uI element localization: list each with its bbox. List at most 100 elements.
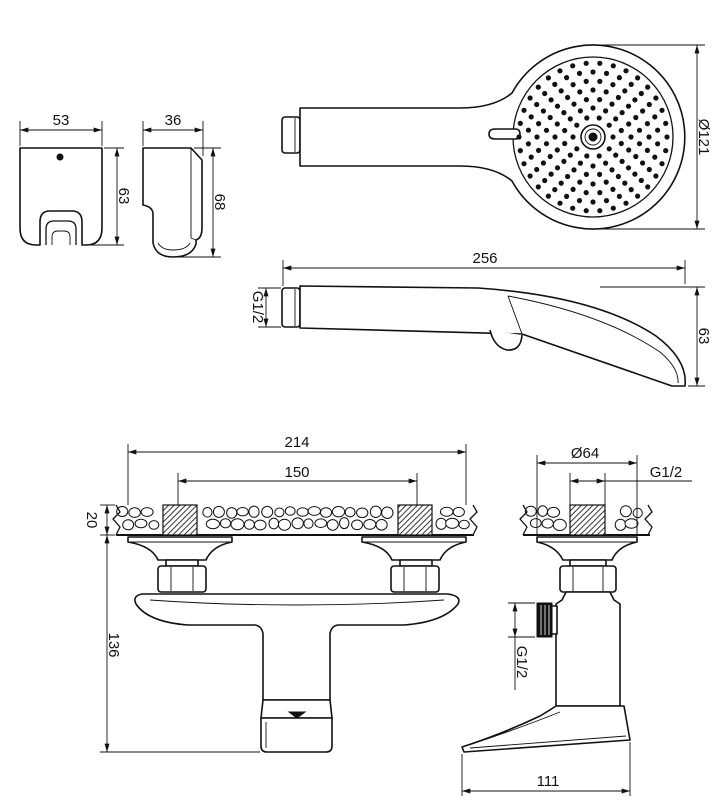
- union-nut: [559, 565, 617, 593]
- spray-nozzle: [567, 116, 573, 122]
- spray-nozzle: [618, 127, 624, 134]
- wall-pebble: [624, 518, 639, 529]
- wall-pebble: [381, 506, 394, 519]
- wall-pebble: [435, 517, 447, 530]
- spray-nozzle: [633, 114, 639, 121]
- mixer-wall-offset-dimension: 20: [83, 504, 115, 536]
- mixer-overall-width-label: 214: [284, 434, 309, 451]
- spray-nozzle: [626, 121, 632, 127]
- spray-nozzle: [584, 153, 590, 159]
- spray-nozzle: [640, 160, 646, 166]
- spray-nozzle: [628, 134, 634, 140]
- wall-pebble: [303, 518, 314, 529]
- nut-flats: [170, 567, 194, 591]
- spray-face-edge: [507, 295, 679, 384]
- escutcheon-diameter-dimension: Ø64: [536, 445, 638, 536]
- holder-side-depth-dimension: 36: [142, 112, 204, 156]
- wall-pebble: [537, 505, 549, 517]
- wall-pebble: [356, 507, 369, 519]
- spray-nozzle: [606, 122, 612, 128]
- spray-nozzle: [635, 75, 641, 81]
- spray-nozzle: [590, 181, 596, 187]
- holder-side-edge: [190, 148, 197, 241]
- wall-pebble: [369, 505, 382, 518]
- spray-nozzle: [525, 127, 532, 133]
- spray-nozzle: [554, 121, 560, 127]
- escutcheon-left: [127, 536, 233, 561]
- holder-front-clip: [45, 220, 77, 245]
- spray-mode-slider: [489, 329, 523, 351]
- spray-nozzle: [645, 84, 651, 90]
- wall-pebble: [274, 507, 285, 518]
- union-nut-right: [390, 565, 440, 593]
- hand-shower-thread-dimension: G1/2: [249, 287, 281, 328]
- spray-nozzle: [590, 163, 596, 169]
- spray-nozzle: [632, 97, 638, 103]
- outlet-thread-lines: [540, 605, 550, 635]
- spray-nozzle: [535, 84, 541, 90]
- spout-projection-label: 111: [537, 773, 560, 790]
- outlet-thread-label: G1/2: [513, 646, 530, 679]
- front-wall-section: [112, 504, 478, 536]
- spray-nozzle: [616, 75, 623, 81]
- outlet-thread-dimension: G1/2: [508, 602, 535, 690]
- spray-nozzle: [557, 68, 563, 74]
- wall-pebble: [122, 519, 135, 531]
- spray-nozzle: [590, 199, 596, 205]
- wall-break-line-left: [112, 504, 121, 536]
- wall-pebble-fill: [116, 505, 470, 531]
- hand-shower-length-dimension: 256: [282, 250, 686, 286]
- spray-nozzle: [646, 166, 652, 173]
- spray-nozzle: [619, 110, 625, 116]
- holder-side-cup-edge: [157, 242, 191, 251]
- spray-nozzle: [610, 134, 616, 140]
- spray-nozzle: [655, 127, 661, 133]
- wall-pebble-fill: [524, 505, 643, 532]
- mixer-center-distance-label: 150: [284, 464, 309, 481]
- mixer-body-highlight: [149, 599, 445, 606]
- eccentric-neck-right: [399, 559, 433, 567]
- spray-nozzle: [597, 78, 603, 84]
- spray-nozzle: [516, 134, 522, 140]
- mixer-height-label: 136: [105, 632, 122, 657]
- spray-nozzle: [613, 116, 619, 122]
- spray-nozzle: [570, 82, 576, 88]
- spray-nozzle: [565, 94, 571, 101]
- spray-nozzle: [652, 154, 658, 160]
- side-wall-section: [519, 504, 653, 536]
- spray-nozzle: [548, 97, 554, 103]
- spray-nozzle: [527, 95, 533, 101]
- spray-nozzle: [570, 205, 576, 211]
- wall-pebble: [268, 517, 280, 530]
- wall-pebble: [230, 518, 245, 531]
- spray-nozzle: [542, 90, 548, 97]
- spout-projection-dimension: 111: [461, 742, 631, 796]
- spout-lower-edge: [469, 735, 627, 749]
- wall-pebble: [439, 506, 454, 517]
- spray-nozzle: [644, 147, 651, 153]
- wall-pebble: [278, 518, 291, 531]
- wall-pebble: [314, 518, 328, 529]
- wall-pebble: [205, 518, 220, 530]
- escutcheon-diameter-label: Ø64: [571, 445, 599, 462]
- spray-nozzle: [562, 140, 568, 147]
- spray-nozzle: [636, 127, 643, 133]
- spray-nozzle: [571, 101, 577, 107]
- holder-side-height-label: 68: [211, 194, 228, 211]
- holder-mounting-hole: [56, 153, 64, 161]
- threaded-inlet: [569, 504, 606, 536]
- wall-break-line-right: [644, 504, 653, 536]
- hose-outlet-connector: [536, 602, 553, 638]
- mixer-overall-width-dimension: 214: [127, 434, 467, 505]
- wall-pebble: [445, 517, 460, 529]
- wall-pebble: [552, 518, 567, 532]
- spray-nozzle: [597, 208, 603, 214]
- spray-nozzle: [609, 101, 615, 107]
- nut-flats: [572, 567, 604, 591]
- wall-pebble: [529, 518, 542, 529]
- spray-nozzle: [528, 114, 534, 120]
- mixer-height-dimension: 136: [100, 534, 260, 753]
- spray-nozzle: [554, 165, 561, 171]
- holder-front-clip-inner: [51, 230, 71, 245]
